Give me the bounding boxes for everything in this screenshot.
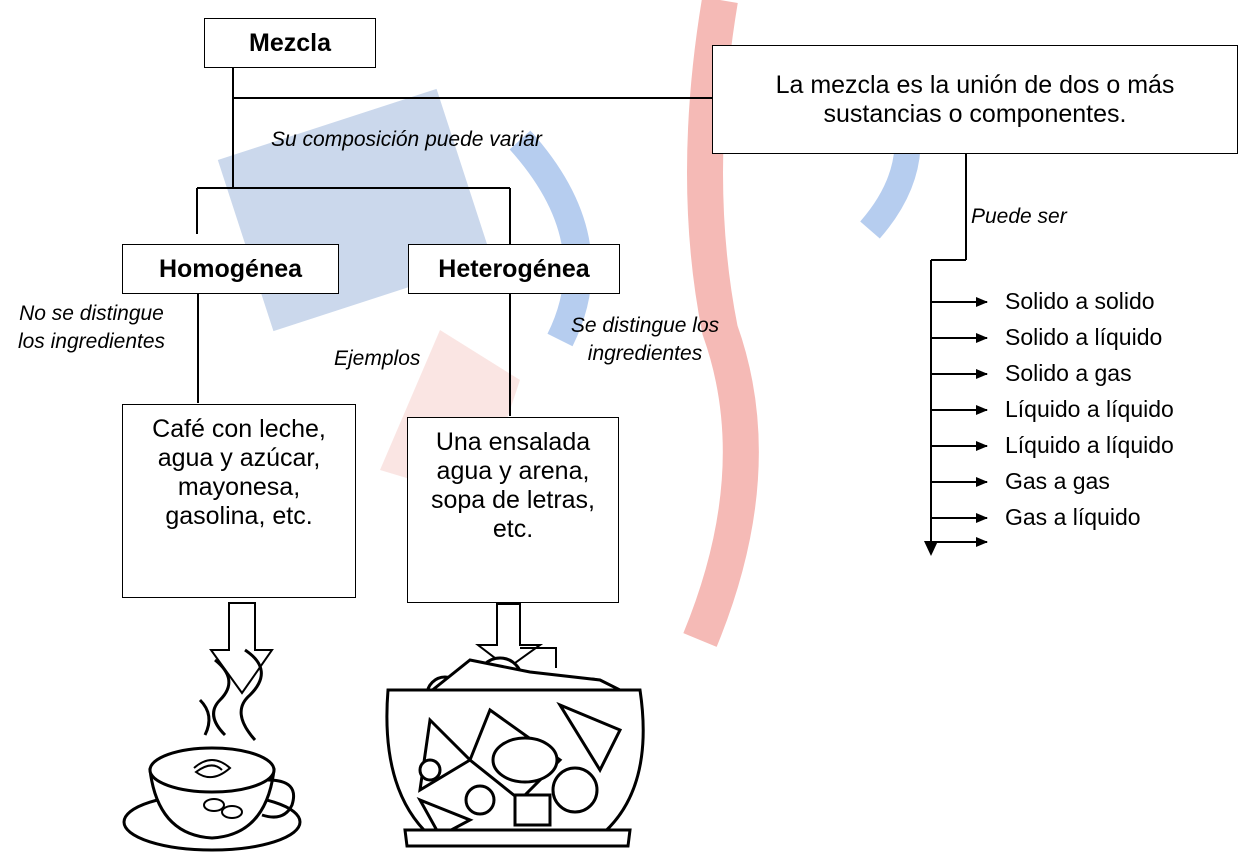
mixture-type-item: Solido a solido	[1005, 288, 1155, 314]
composition-note: Su composición puede variar	[271, 128, 542, 151]
coffee-cup-icon	[122, 648, 302, 852]
not-distinguished-note: No se distingue los ingredientes	[17, 302, 166, 353]
right-hollow-arrow	[475, 603, 544, 670]
mixture-type-item: Líquido a líquido	[1005, 432, 1174, 458]
list-end-arrowhead	[924, 541, 938, 556]
definition-node: La mezcla es la unión de dos o más susta…	[712, 45, 1238, 154]
root-node: Mezcla	[204, 18, 376, 68]
root-label: Mezcla	[249, 28, 331, 57]
salad-bowl-icon	[385, 656, 645, 848]
mixture-type-item: Líquido a líquido	[1005, 396, 1174, 422]
mixture-type-item: Solido a gas	[1005, 360, 1132, 386]
heterogeneous-node: Heterogénea	[408, 244, 620, 294]
heterogeneous-examples-node: Una ensalada agua y arena, sopa de letra…	[407, 417, 619, 603]
homogeneous-examples: Café con leche, agua y azúcar, mayonesa,…	[152, 415, 326, 530]
examples-note: Ejemplos	[334, 347, 421, 370]
mixture-type-item: Gas a gas	[1005, 468, 1110, 494]
mixture-type-item: Gas a líquido	[1005, 504, 1141, 530]
mixture-type-item: Solido a líquido	[1005, 324, 1163, 350]
distinguished-note: Se distingue los ingredientes	[570, 314, 720, 365]
can-be-note: Puede ser	[971, 205, 1067, 228]
homogeneous-node: Homogénea	[122, 244, 339, 294]
list-arrows	[931, 297, 988, 547]
definition-text: La mezcla es la unión de dos o más susta…	[775, 70, 1175, 128]
heterogeneous-examples: Una ensalada agua y arena, sopa de letra…	[431, 428, 595, 543]
heterogeneous-label: Heterogénea	[438, 254, 590, 283]
homogeneous-examples-node: Café con leche, agua y azúcar, mayonesa,…	[122, 404, 356, 598]
connector-lines	[196, 65, 967, 550]
homogeneous-label: Homogénea	[158, 254, 303, 283]
left-hollow-arrow	[209, 602, 274, 695]
